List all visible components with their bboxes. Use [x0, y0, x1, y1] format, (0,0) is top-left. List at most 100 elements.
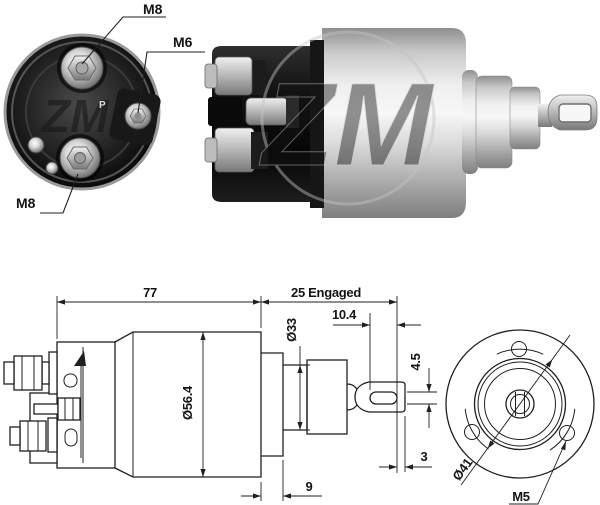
arrowhead: [200, 332, 206, 340]
front-ring: [462, 70, 478, 174]
terminal-stud: [134, 112, 142, 120]
dim-text-d564: Ø56.4: [180, 385, 195, 420]
drawn-bolt-top: [3, 351, 58, 395]
cap-slot-1: [63, 373, 78, 388]
bolt-shaft: [41, 361, 50, 385]
front-ring-1: [473, 357, 567, 451]
hub-inner: [510, 394, 530, 414]
watermark-text-left: ZM: [40, 90, 110, 142]
washer-middle: [286, 95, 299, 128]
arrowhead: [389, 299, 397, 305]
photo-terminals: [204, 56, 299, 173]
label-m8-top: M8: [143, 1, 163, 17]
drawing-front-view: Ø41 M5: [445, 329, 595, 505]
cap-contact-mark: [74, 351, 86, 366]
washer-plate: [47, 417, 58, 453]
watermark-left: ZM: [40, 90, 110, 142]
washer-top: [249, 60, 266, 95]
leader-m6: [137, 51, 205, 114]
stud-bottom: [204, 137, 218, 163]
washer-bottom: [251, 132, 268, 169]
arrowhead: [283, 493, 291, 499]
terminal-m8-top: [57, 43, 107, 93]
drawn-bolt-bottom: [9, 417, 58, 453]
arrowhead: [261, 299, 269, 305]
cap-side-lug: [27, 136, 45, 154]
dim-text-3: 3: [421, 449, 428, 464]
dim-mount-thread: M5: [509, 440, 567, 505]
bolt-hex: [57, 397, 81, 421]
arrowhead: [297, 422, 303, 430]
terminal-stud: [74, 152, 86, 164]
label-m6: M6: [173, 34, 193, 50]
terminal-labels: M8 M6 M8: [16, 1, 205, 214]
front-ring-2: [477, 361, 563, 447]
label-m8-bottom: M8: [16, 195, 36, 211]
dim-text-45: 4.5: [408, 353, 423, 370]
front-cylinder: [509, 86, 541, 150]
dim-tip-wall: 3: [379, 416, 432, 472]
dim-flange-thickness: 9: [241, 460, 322, 501]
stud-top: [204, 63, 218, 89]
bolt-hex: [19, 420, 47, 452]
bolt-circle-arc: [549, 408, 576, 451]
watermark-circle: [260, 30, 436, 206]
dim-bolt-circle: Ø41: [449, 334, 571, 486]
arrowhead: [389, 464, 397, 470]
mount-hole-right: [559, 425, 575, 441]
dim-slot-length: 10.4: [332, 307, 421, 390]
arrowhead: [545, 359, 553, 368]
dim-text-d33: Ø33: [284, 318, 299, 342]
dim-text-9: 9: [306, 479, 313, 494]
mount-hole-left: [464, 424, 480, 440]
bolt-circle-arc: [496, 348, 544, 355]
cap-end-photo: ZM P: [3, 33, 161, 191]
dim-length-total: 77: [56, 285, 262, 339]
photo-front-end: [462, 70, 598, 174]
arrowhead: [253, 299, 261, 305]
dim-text-m5: M5: [512, 489, 530, 504]
arrowhead: [57, 299, 65, 305]
dim-text-77: 77: [143, 285, 157, 300]
drawn-bolt-middle: [33, 397, 81, 421]
arrowhead: [362, 322, 370, 328]
bolt-shaft: [33, 403, 59, 415]
body-outline: [114, 331, 262, 478]
bolt-tip: [3, 361, 15, 385]
dim-line: [460, 334, 571, 486]
mount-flange: [261, 352, 284, 457]
arrowhead: [297, 365, 303, 373]
arrowhead: [253, 493, 261, 499]
bolt-hex: [13, 355, 43, 391]
arrowhead: [426, 384, 432, 392]
front-cylinder-drawn: [306, 359, 348, 435]
fork-slot-drawn: [369, 391, 398, 405]
front-neck: [283, 364, 308, 431]
cap-side-lug-2: [45, 161, 59, 175]
cap-end-body: [3, 33, 161, 191]
bolt-circle-arc: [464, 408, 489, 450]
arrowhead: [487, 440, 495, 449]
terminal-stud: [75, 61, 89, 75]
arrowhead: [426, 404, 432, 412]
hex-bolt-top: [214, 56, 253, 96]
terminal-m6: [124, 102, 152, 130]
dim-engaged: 25 Engaged: [261, 285, 398, 473]
photo-body-cylinder: [322, 28, 466, 218]
photo-cap-rim: [310, 40, 324, 208]
front-ring-3: [484, 368, 556, 440]
front-outer-circle: [445, 329, 595, 479]
arrowhead: [397, 322, 405, 328]
hub-outer: [505, 389, 535, 419]
arrowhead: [560, 441, 566, 451]
dim-text-engaged: 25 Engaged: [291, 285, 361, 300]
washer-plate: [48, 351, 58, 395]
terminal-m8-bottom: [56, 134, 104, 182]
leader-m8-bottom: [40, 173, 79, 214]
side-photo: ZM: [204, 28, 598, 218]
front-collar: [475, 75, 513, 169]
dim-slot-width: 4.5: [407, 353, 437, 428]
fork-slot: [558, 103, 592, 123]
